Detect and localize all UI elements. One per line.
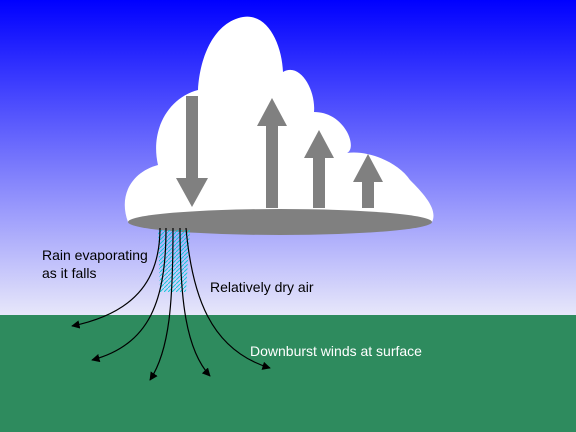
wind-streamline (149, 227, 174, 381)
arrow-up-icon (353, 154, 383, 208)
arrow-up-icon (257, 98, 287, 208)
rain-shaft (158, 230, 190, 292)
ground-surface (0, 315, 576, 432)
wind-streamline (185, 227, 271, 370)
rain-label-line1: Rain evaporating (42, 247, 148, 263)
arrow-down-icon (176, 96, 208, 207)
wind-streamline (179, 227, 211, 377)
cloud-base (128, 209, 432, 235)
wind-streamline (91, 227, 167, 363)
downburst-wind-streamlines (71, 227, 271, 381)
rain-label-line2: as it falls (42, 265, 96, 281)
wind-streamline (71, 227, 161, 329)
downburst-label: Downburst winds at surface (250, 343, 422, 359)
dry-air-label: Relatively dry air (210, 279, 314, 295)
arrow-up-icon (304, 130, 334, 208)
